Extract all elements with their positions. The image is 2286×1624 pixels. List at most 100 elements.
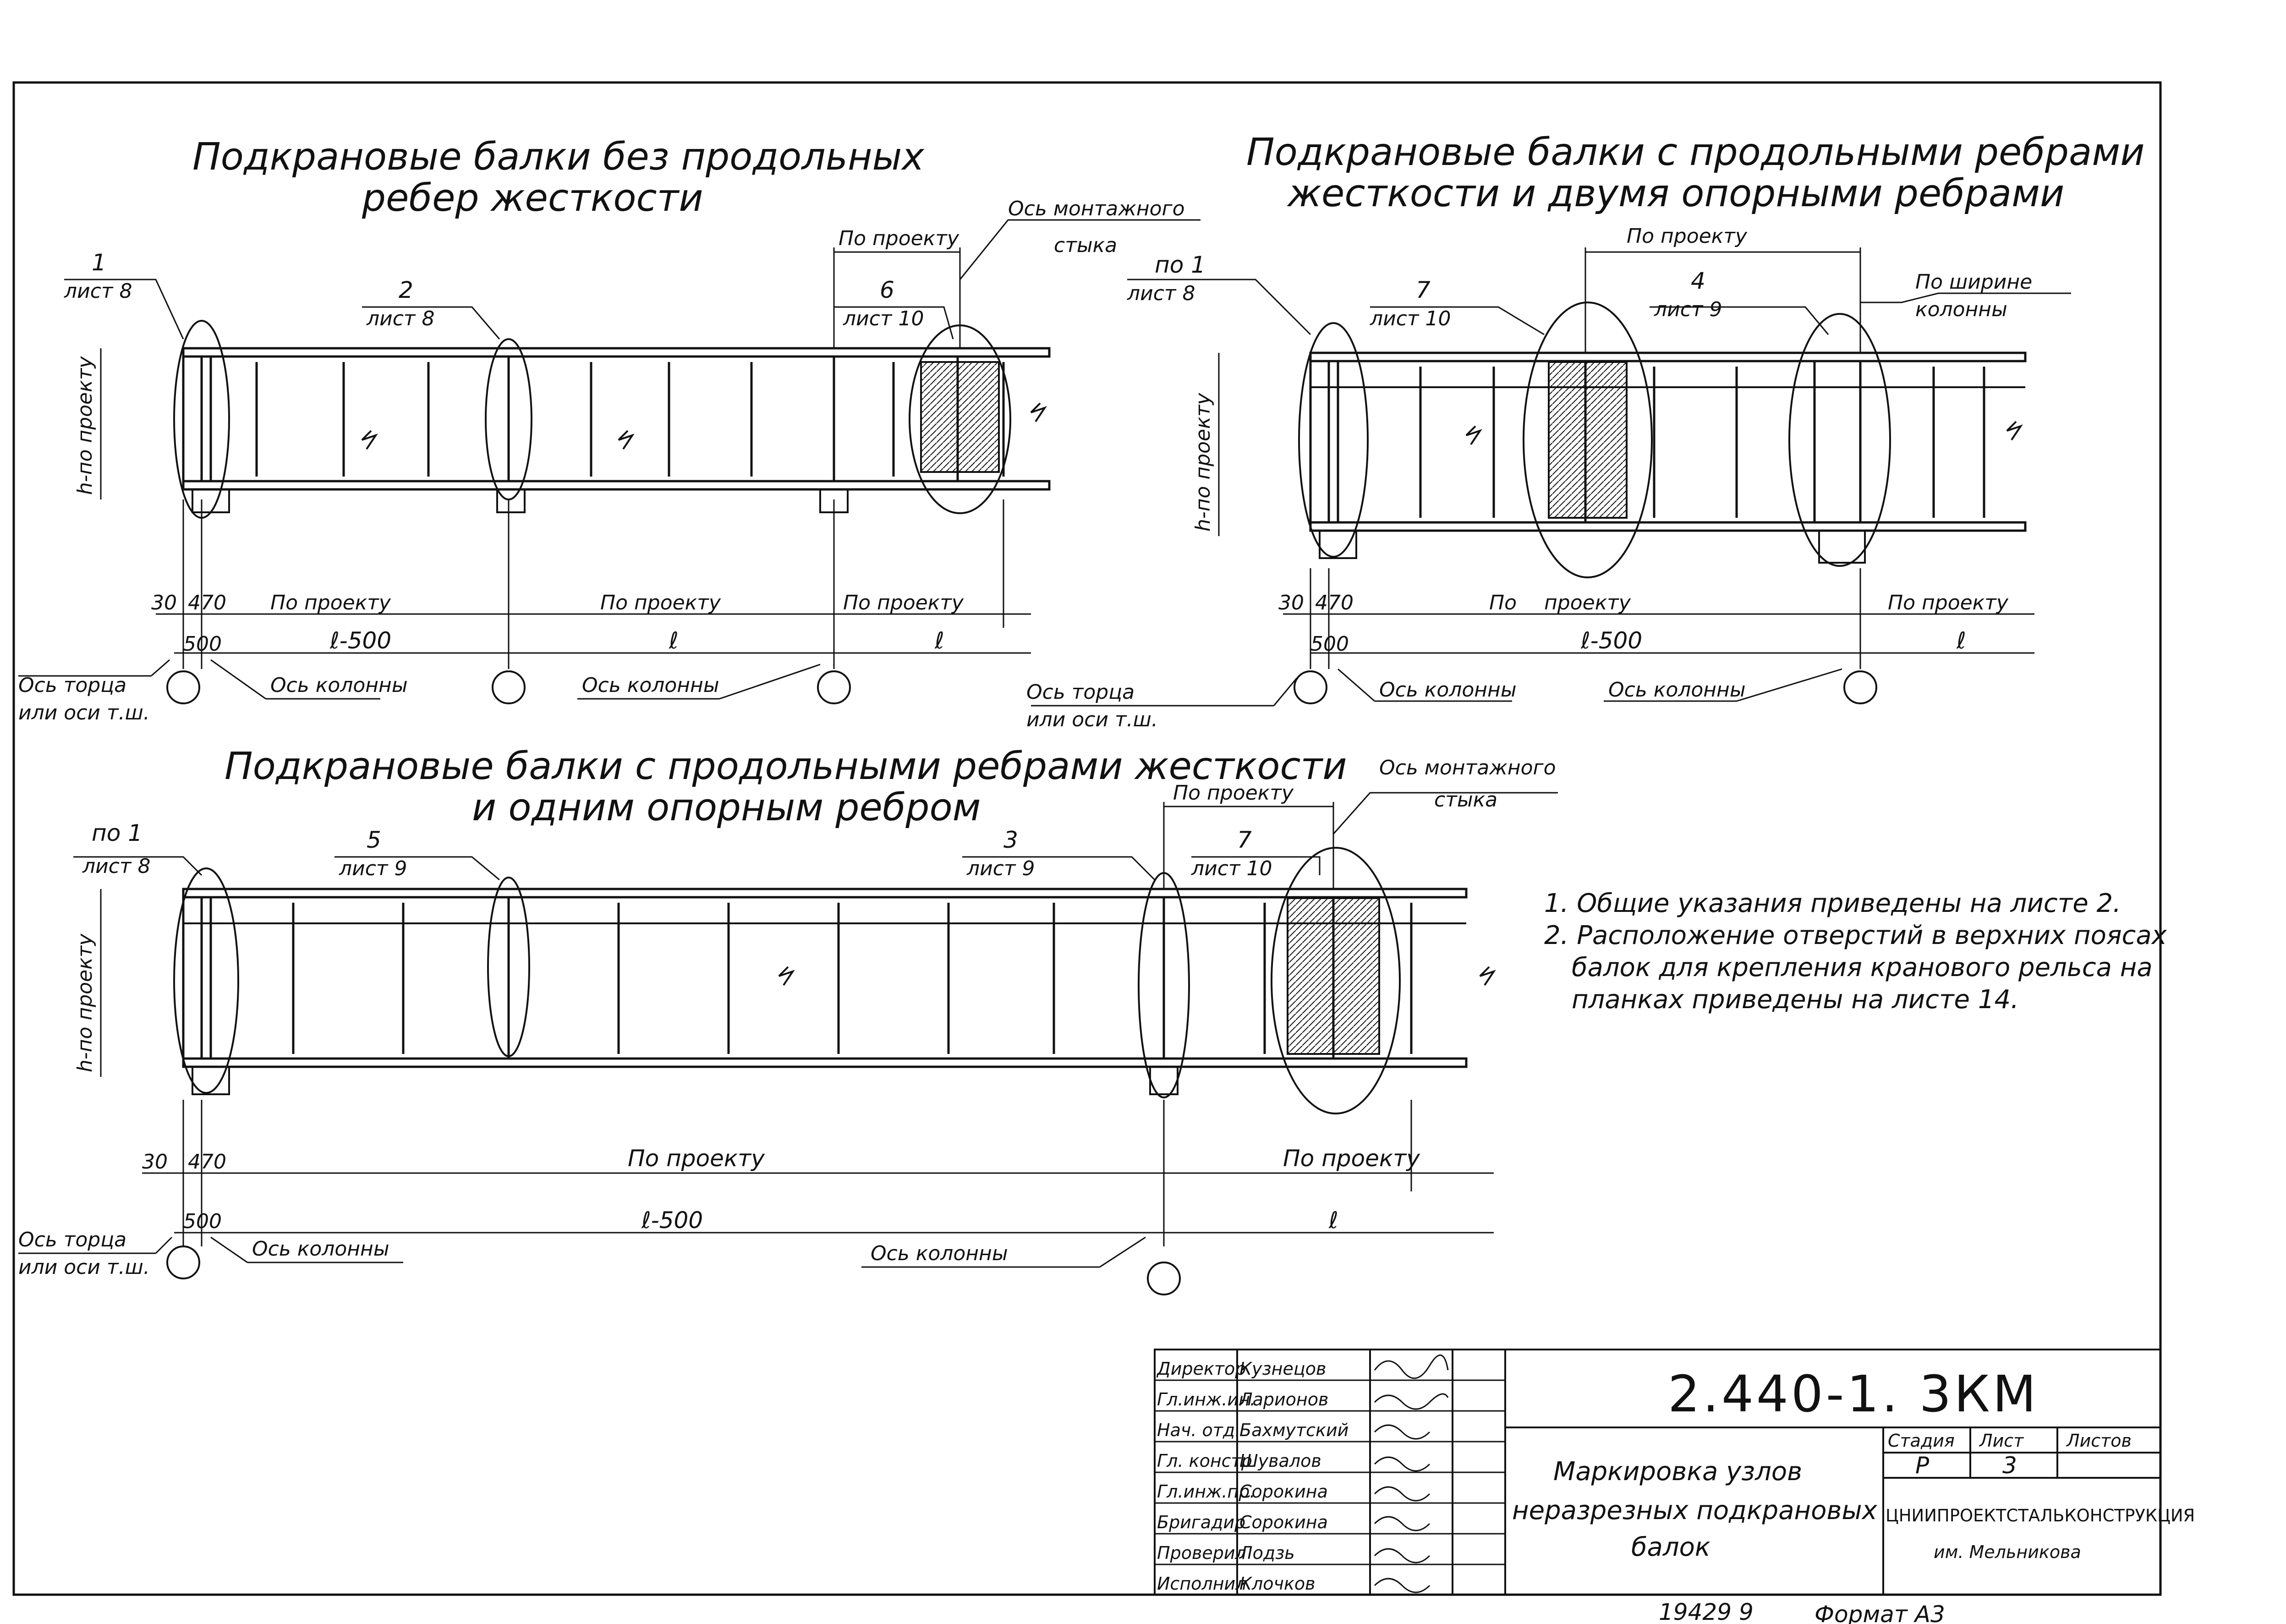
beam2-h-label: h-по проекту [1191, 393, 1215, 532]
beam2-axis-col-2: Ось колонны [1608, 678, 1746, 702]
sheet-header: Лист [1979, 1431, 2024, 1451]
stage-value: Р [1915, 1452, 1930, 1479]
beam3-joint-axis-2: стыка [1434, 788, 1497, 812]
beam1-by-design-top: По проекту [839, 227, 959, 250]
beam1-dim-470: 470 [188, 591, 226, 614]
beam2-callout-1-num: по 1 [1155, 252, 1206, 278]
staff-name-7: Клочков [1239, 1574, 1316, 1594]
beam2-callout-4-sheet: лист 9 [1654, 298, 1722, 321]
beam1-h-label: h-по проекту [73, 356, 97, 495]
staff-name-3: Шувалов [1239, 1451, 1321, 1471]
doc-code: 2.440-1. 3КМ [1668, 1365, 2039, 1423]
beam3-axis-col-2: Ось колонны [871, 1242, 1008, 1265]
staff-role-1: Гл.инж.ин. [1157, 1389, 1255, 1410]
beam2-dim-500: 500 [1310, 632, 1349, 656]
beam3-dim-p2: По проекту [1283, 1145, 1420, 1172]
beam1-title-2: ребер жесткости [362, 176, 703, 220]
sheet-title-1: Маркировка узлов [1553, 1457, 1802, 1487]
beam2-drawing [1031, 247, 2071, 707]
beam1-dim-l1: ℓ [669, 627, 679, 654]
beam3-callout-1-num: по 1 [92, 820, 143, 846]
staff-name-0: Кузнецов [1239, 1359, 1326, 1379]
inv-number: 19429 9 [1659, 1599, 1754, 1624]
sheets-header: Листов [2066, 1431, 2132, 1451]
sheet-title-2: неразрезных подкрановых [1512, 1496, 1878, 1525]
beam3-drawing [18, 792, 1558, 1295]
beam1-dim-500: 500 [183, 632, 222, 656]
beam3-callout-5-sheet: лист 9 [339, 857, 407, 880]
beam1-dim-l500: ℓ-500 [329, 627, 391, 654]
beam3-axis-end: Ось торца [18, 1228, 126, 1251]
beam1-joint-axis: Ось монтажного [1008, 197, 1185, 220]
beam1-callout-2-sheet: лист 8 [366, 307, 435, 330]
beam1-title-1: Подкрановые балки без продольных [192, 135, 925, 179]
beam1-axis-end: Ось торца [18, 674, 126, 697]
beam1-callout-1-num: 1 [92, 249, 106, 276]
beam2-dim-l500: ℓ-500 [1580, 627, 1642, 654]
beam3-joint-axis: Ось монтажного [1379, 756, 1556, 779]
beam1-drawing [18, 219, 1201, 704]
beam3-callout-3-sheet: лист 9 [966, 857, 1035, 880]
beam2-axis-end-2: или оси т.ш. [1026, 708, 1158, 731]
beam2-col-width-2: колонны [1915, 298, 2007, 321]
beam1-callout-6-num: 6 [880, 277, 894, 303]
org-name-2: им. Мельникова [1934, 1542, 2081, 1562]
beam1-callout-1-sheet: лист 8 [64, 280, 132, 303]
stage-header: Стадия [1888, 1431, 1955, 1451]
beam3-callout-3-num: 3 [1003, 827, 1018, 853]
beam3-h-label: h-по проекту [73, 933, 97, 1072]
beam2-col-width: По ширине [1915, 270, 2032, 294]
beam2-dim-470: 470 [1315, 591, 1354, 614]
beam1-joint-axis-2: стыка [1054, 234, 1117, 257]
beam2-title-2: жесткости и двумя опорными ребрами [1287, 172, 2064, 215]
staff-role-0: Директор [1156, 1359, 1246, 1379]
beam1-dim-l2: ℓ [934, 627, 944, 654]
staff-role-7: Исполнил [1157, 1574, 1247, 1594]
beam1-dim-p2: По проекту [600, 591, 721, 614]
note-2-line-2: балок для крепления кранового рельса на [1572, 953, 2153, 982]
staff-name-4: Сорокина [1239, 1481, 1328, 1502]
title-block [1154, 1349, 2161, 1596]
beam2-dim-l1: ℓ [1956, 627, 1966, 654]
staff-role-2: Нач. отд. [1157, 1420, 1240, 1440]
staff-role-3: Гл. констр. [1157, 1451, 1258, 1471]
beam2-axis-end: Ось торца [1026, 680, 1135, 704]
staff-name-1: Ларионов [1239, 1389, 1328, 1410]
beam3-callout-1-sheet: лист 8 [82, 855, 151, 878]
beam1-axis-col-1: Ось колонны [270, 674, 408, 697]
beam3-dim-l1: ℓ [1328, 1207, 1338, 1234]
staff-name-5: Сорокина [1239, 1512, 1328, 1532]
beam3-callout-5-num: 5 [367, 827, 381, 853]
beam3-dim-500: 500 [183, 1210, 222, 1233]
beam3-axis-end-2: или оси т.ш. [18, 1256, 150, 1279]
beam3-dim-30: 30 [142, 1150, 168, 1174]
beam2-axis-col-1: Ось колонны [1379, 678, 1517, 702]
note-1: 1. Общие указания приведены на листе 2. [1544, 889, 2121, 918]
sheet-frame [12, 81, 2162, 1596]
beam2-callout-7-num: 7 [1416, 277, 1431, 303]
beam3-dim-l500: ℓ-500 [641, 1207, 703, 1234]
beam3-axis-col-1: Ось колонны [252, 1237, 389, 1261]
beam2-dim-p1: По [1489, 591, 1517, 614]
format-label: Формат А3 [1815, 1601, 1945, 1624]
beam2-callout-1-sheet: лист 8 [1127, 282, 1195, 305]
beam3-title-1: Подкрановые балки с продольными ребрами … [225, 745, 1347, 788]
staff-role-6: Проверил [1157, 1543, 1246, 1563]
beam2-callout-7-sheet: лист 10 [1370, 307, 1451, 330]
note-2-line-3: планках приведены на листе 14. [1572, 985, 2019, 1015]
beam3-dim-470: 470 [188, 1150, 226, 1174]
beam1-callout-2-num: 2 [399, 277, 413, 303]
staff-role-4: Гл.инж.пр. [1157, 1481, 1255, 1502]
beam3-title-2: и одним опорным ребром [472, 786, 981, 829]
note-2: 2. Расположение отверстий в верхних пояс… [1544, 921, 2167, 950]
staff-role-5: Бригадир [1157, 1512, 1245, 1532]
beam1-axis-end-2: или оси т.ш. [18, 701, 150, 724]
org-name: ЦНИИПРОЕКТСТАЛЬКОНСТРУКЦИЯ [1886, 1506, 2195, 1525]
beam2-dim-p2: По проекту [1888, 591, 2009, 614]
sheet-value: 3 [2002, 1452, 2017, 1479]
beam3-callout-7-num: 7 [1237, 827, 1252, 853]
beam2-by-design-top: По проекту [1627, 225, 1748, 248]
sheet-title-3: балок [1631, 1532, 1710, 1562]
beam1-dim-30: 30 [151, 591, 177, 614]
